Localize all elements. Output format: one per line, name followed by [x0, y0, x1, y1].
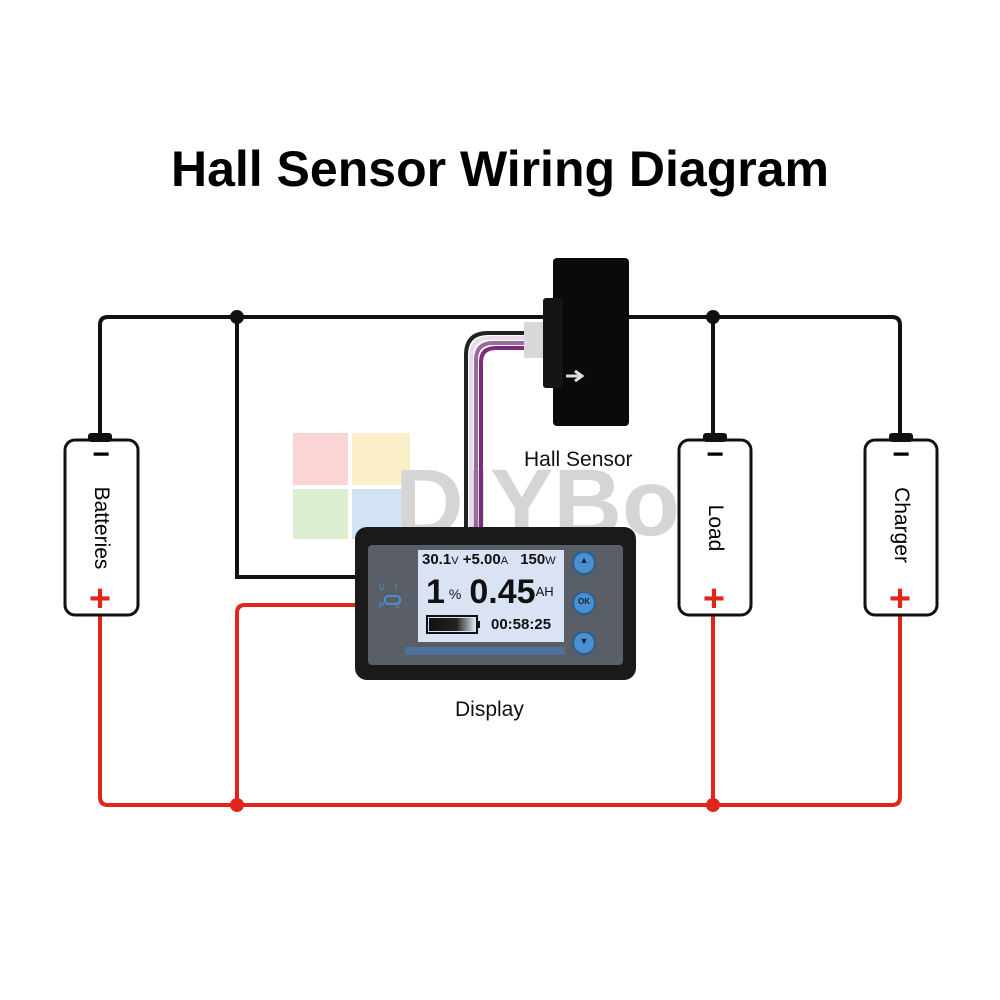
arrow-icon — [566, 369, 585, 383]
ok-button[interactable]: OK — [578, 597, 590, 606]
batteries-pos-terminal: + — [88, 578, 112, 620]
junction — [230, 310, 244, 324]
batteries-label: Batteries — [90, 486, 113, 570]
display-label: Display — [455, 698, 524, 721]
load-neg-terminal: − — [706, 438, 724, 471]
display-time: 00:58:25 — [491, 616, 552, 633]
up-button[interactable]: ▲ — [579, 555, 589, 565]
display-buttons — [572, 551, 596, 655]
hall-sensor-label: Hall Sensor — [524, 448, 633, 471]
charger-pos-terminal: + — [888, 578, 912, 620]
charger-label: Charger — [890, 487, 913, 563]
batteries-neg-terminal: − — [92, 438, 110, 471]
charger-neg-terminal: − — [892, 438, 910, 471]
page-title: Hall Sensor Wiring Diagram — [170, 141, 830, 197]
battery-level-bar — [429, 618, 475, 631]
junction — [230, 798, 244, 812]
display-middle-row: 1%0.45AH — [426, 573, 554, 611]
junction — [706, 798, 720, 812]
load-pos-terminal: + — [702, 578, 726, 620]
load-label: Load — [704, 504, 727, 552]
junction — [706, 310, 720, 324]
sensor-connector — [524, 322, 546, 358]
display-top-row: 30.1V +5.00A 150W — [422, 551, 556, 568]
negative-wires — [98, 315, 902, 579]
mode-led — [384, 595, 401, 605]
down-button[interactable]: ▼ — [579, 636, 589, 646]
hall-sensor — [543, 258, 629, 426]
positive-wires — [98, 603, 902, 807]
